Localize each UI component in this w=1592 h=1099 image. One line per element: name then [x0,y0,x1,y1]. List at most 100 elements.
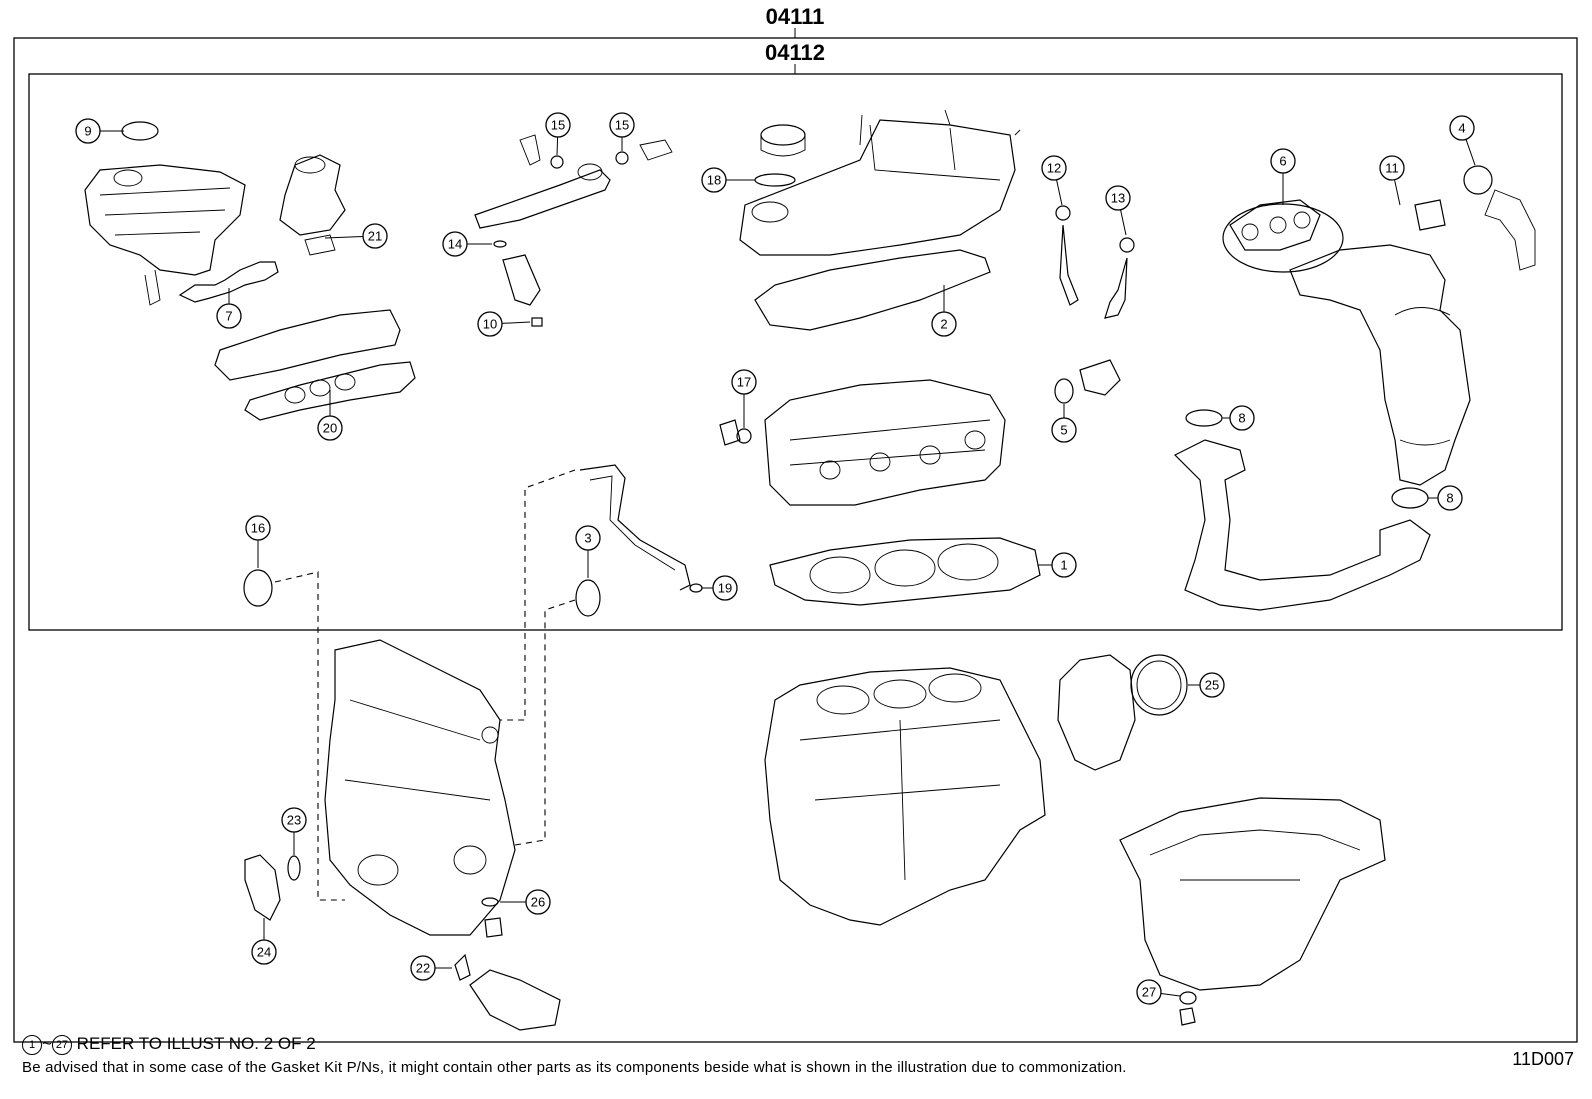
callout-number: 8 [1238,411,1245,426]
gasket-9 [121,121,159,141]
callout-number: 21 [368,229,382,244]
oil-seal-3 [575,579,601,617]
callout-c27[interactable]: 27 [1136,979,1181,1005]
timing-chain-cover [324,639,516,936]
callout-c12[interactable]: 12 [1041,155,1067,206]
exhaust-pipe [1173,439,1431,611]
cylinder-head-gasket [769,537,1041,606]
callout-c21[interactable]: 21 [324,223,388,249]
assembly-outer-label[interactable]: 04111 [766,4,825,29]
callout-c26[interactable]: 26 [500,889,551,915]
callout-leader [501,321,531,324]
callout-c13[interactable]: 13 [1105,185,1131,236]
inner-frame [28,73,1563,631]
throttle-body [279,154,346,256]
callout-number: 5 [1060,423,1067,438]
callout-c5[interactable]: 5 [1051,404,1077,443]
callout-circle [1379,155,1405,181]
callout-c23[interactable]: 23 [281,807,307,855]
valve-intake [1055,205,1079,306]
valve-exhaust [1104,237,1135,319]
gasket-27 [1179,991,1197,1005]
gasket-24 [244,854,281,921]
callout-circle [525,889,551,915]
washer-26 [481,897,499,907]
assembly-inner-label[interactable]: 04112 [765,40,825,65]
callout-c1[interactable]: 1 [1038,552,1077,578]
callout-c14[interactable]: 14 [442,231,492,257]
illustration-code: 11D007 [1512,1049,1574,1069]
gasket-11 [1414,199,1446,231]
callout-c6[interactable]: 6 [1270,148,1296,205]
o-ring-15b [615,151,629,165]
callout-leader [1160,993,1181,997]
callout-circle [251,939,277,965]
callout-leader [1120,209,1127,236]
callout-circle [1437,485,1463,511]
gasket-6 [1222,203,1344,273]
callout-c11[interactable]: 11 [1379,155,1405,206]
callout-circle [575,525,601,551]
callout-circle [362,223,388,249]
callout-c8a[interactable]: 8 [1222,405,1255,431]
callout-c24[interactable]: 24 [251,918,277,965]
oil-filler-cap [760,124,806,146]
callout-c20[interactable]: 20 [317,390,343,441]
seal-10 [531,317,543,327]
callout-number: 22 [416,961,430,976]
oil-seal-25 [1130,654,1188,716]
callout-number: 23 [287,813,301,828]
callout-number: 1 [1060,558,1067,573]
cover-gasket-2 [754,249,991,331]
callout-number: 15 [551,118,565,133]
callout-c17[interactable]: 17 [731,369,757,428]
callout-circle [1270,148,1296,174]
oil-pan [1119,797,1386,991]
callout-c8b[interactable]: 8 [1428,485,1463,511]
callout-c4[interactable]: 4 [1449,115,1476,166]
callout-c10[interactable]: 10 [477,311,531,337]
gasket-8a [1185,409,1223,427]
callout-circle [1449,115,1475,141]
callout-c2[interactable]: 2 [931,285,957,337]
drain-plug [1179,1007,1196,1026]
callout-number: 26 [531,895,545,910]
callout-circle [1136,979,1162,1005]
callout-circle [410,955,436,981]
o-ring-15a [550,155,564,169]
callout-c25[interactable]: 25 [1188,672,1225,698]
callout-circle [245,515,271,541]
injector [502,254,541,306]
callout-c19[interactable]: 19 [702,575,738,601]
callout-leader [1056,179,1063,206]
callout-c7[interactable]: 7 [216,288,242,329]
water-inlet [469,969,561,1031]
callout-circle [701,167,727,193]
callout-c18[interactable]: 18 [701,167,755,193]
callout-number: 17 [737,375,751,390]
callout-circle [712,575,738,601]
dashed-leader-16 [274,571,345,901]
callout-circle [931,311,957,337]
callout-number: 27 [1142,985,1156,1000]
callout-number: 14 [448,237,462,252]
callout-number: 11 [1385,161,1399,176]
callout-c15b[interactable]: 15 [609,112,635,151]
callout-number: 16 [251,521,265,536]
seal-17 [736,428,752,444]
callout-c3[interactable]: 3 [575,525,601,578]
callout-number: 24 [257,945,271,960]
callout-number: 25 [1205,678,1219,693]
callout-number: 15 [615,118,629,133]
callout-c15a[interactable]: 15 [545,112,571,156]
callout-circle [1105,185,1131,211]
callout-number: 19 [718,581,732,596]
callout-number: 8 [1446,491,1453,506]
callout-circle [1041,155,1067,181]
advisory-note: Be advised that in some case of the Gask… [22,1059,1127,1076]
callout-c9[interactable]: 9 [75,118,124,144]
callout-c16[interactable]: 16 [245,515,271,568]
callout-c22[interactable]: 22 [410,955,452,981]
callout-leader [1394,179,1401,206]
